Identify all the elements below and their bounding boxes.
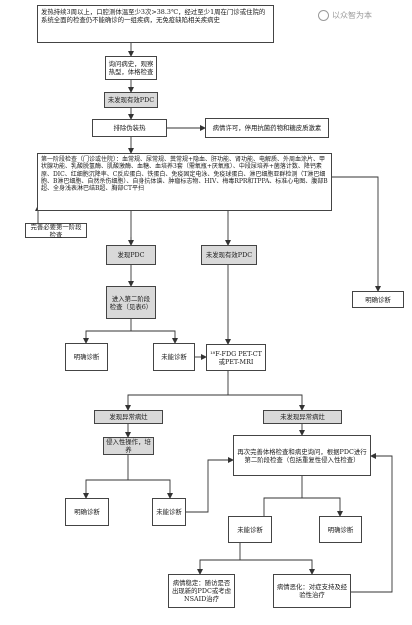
watermark-logo-icon	[318, 10, 329, 21]
node-complete-stage1: 完善必要第一阶段检查	[25, 223, 87, 239]
edge-recheck-right	[302, 497, 343, 517]
edge-stage1-right	[332, 176, 381, 292]
edge-notdiagc-worse	[240, 559, 315, 575]
edge-notdiagc-stable	[197, 543, 241, 575]
node-history-exam: 询问病史，观察热型，体格检查	[105, 56, 157, 80]
node-worse: 病情恶化：对症支持及经验性治疗	[273, 574, 351, 608]
edge-petct-nolesion	[228, 394, 305, 411]
node-not-diagnosed-b: 未能诊断	[152, 498, 186, 526]
edge-petct-found	[125, 371, 229, 411]
node-stop-drugs: 病情许可，停用抗菌药物和糖皮质激素	[205, 118, 329, 138]
edge-invasive-notdiag	[128, 479, 173, 499]
node-diagnosed-a: 明确诊断	[65, 343, 108, 371]
watermark-text: 以众智为本	[332, 11, 372, 20]
node-no-lesion: 未发现异常病灶	[263, 410, 342, 424]
node-no-pdc-1: 未发现有效PDC	[104, 92, 158, 108]
node-start-definition: 发热持续3周以上，口腔测体温至少3次>38.3℃，经过至少1周在门诊或住院的系统…	[37, 5, 274, 43]
node-stable: 病情稳定：随访是否出现新的PDC或考虑NSAID治疗	[168, 574, 235, 608]
edge-worse-loop	[351, 453, 393, 593]
edge-notdiag-recheck	[186, 457, 234, 513]
node-no-pdc-2: 未发现有效PDC	[201, 245, 257, 265]
node-recheck-stage2: 再次完善体格检查和病史询问，根据PDC进行第二阶段检查（包括重复性侵入性检查）	[233, 435, 371, 476]
node-stage2: 进入第二阶段检查（见表6）	[106, 286, 156, 319]
node-stage1-exams: 第一阶段检查（门诊或住院）：血常规、尿常规、粪常规+隐血、肝功能、肾功能、电解质…	[37, 153, 332, 211]
edge-stage2-split	[83, 319, 132, 344]
node-found-pdc: 发现PDC	[106, 245, 156, 265]
node-diagnosed-c: 明确诊断	[319, 516, 362, 543]
node-not-diagnosed-a: 未能诊断	[153, 343, 195, 371]
node-diagnosed-b: 明确诊断	[65, 498, 109, 526]
node-exclude-fake-fever: 排除伪装热	[92, 119, 167, 137]
node-invasive-culture: 侵入性操作，培养	[103, 437, 154, 455]
node-not-diagnosed-c: 未能诊断	[228, 516, 272, 543]
edge-invasive-split	[83, 455, 129, 499]
edge-stage2-notdiag	[131, 330, 178, 344]
watermark: 以众智为本	[318, 10, 372, 21]
node-diagnosed-right: 明确诊断	[352, 291, 404, 308]
node-pet-ct: ¹⁸F-FDG PET-CT或PET-MRI	[206, 344, 266, 371]
node-found-lesion: 发现异常病灶	[94, 410, 163, 424]
